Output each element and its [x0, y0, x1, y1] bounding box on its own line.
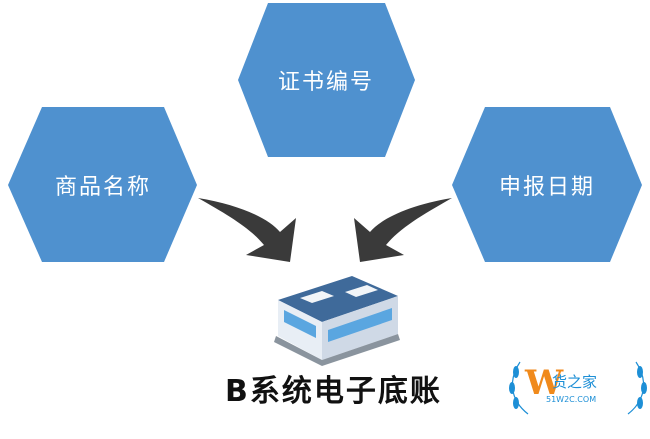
watermark-logo-letter: W	[525, 363, 564, 403]
arrow-right	[354, 198, 452, 262]
building-icon	[274, 276, 400, 366]
label-declaration-date: 申报日期	[498, 175, 596, 200]
watermark-url: 51W2C.COM	[546, 395, 597, 404]
arrow-left	[198, 198, 296, 262]
watermark-laurel-icon	[509, 361, 647, 415]
hexagon-declaration-date	[452, 107, 642, 262]
watermark-text: 货之家	[552, 373, 598, 391]
hexagon-certificate-number	[238, 3, 415, 157]
label-product-name: 商品名称	[54, 175, 152, 200]
hexagon-product-name	[8, 107, 197, 262]
label-certificate-number: 证书编号	[277, 70, 375, 95]
result-label: B系统电子底账	[225, 374, 442, 409]
